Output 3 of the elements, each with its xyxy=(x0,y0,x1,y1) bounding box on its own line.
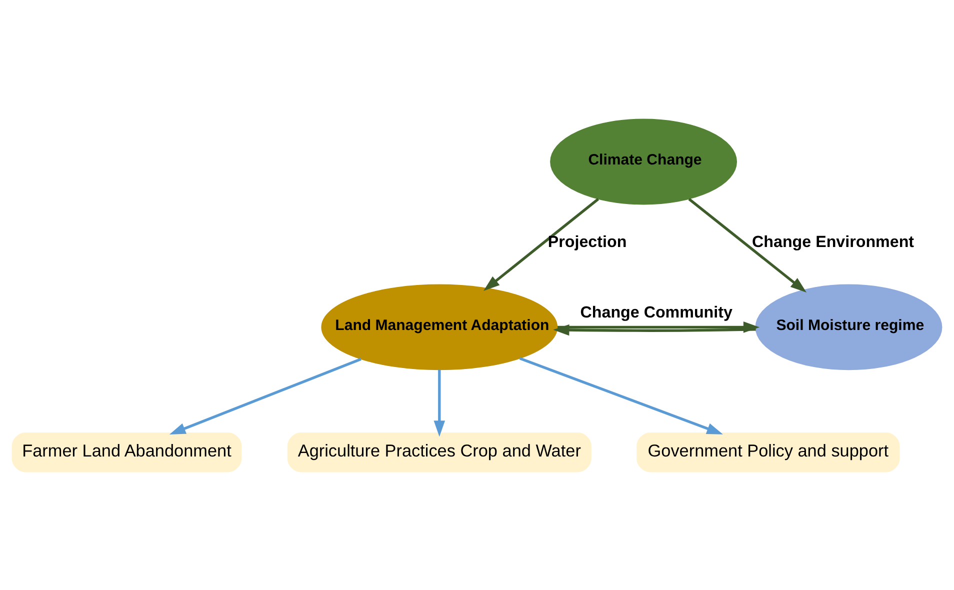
edge-label: Projection xyxy=(548,232,627,251)
edge-label: Change Community xyxy=(580,303,732,322)
edge-label: Change Environment xyxy=(752,232,914,251)
